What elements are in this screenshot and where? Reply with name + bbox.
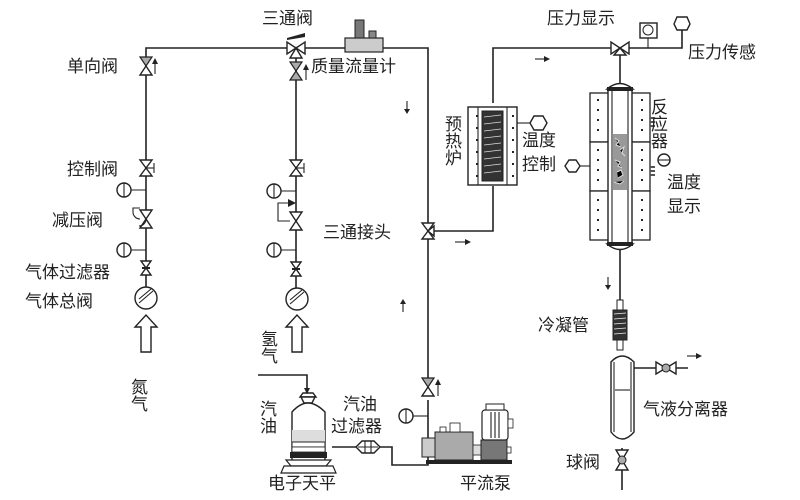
pressure-display-icon <box>639 22 658 48</box>
arrow-right-icon <box>687 353 702 359</box>
electronic-balance-label: 电子天平 <box>268 474 336 494</box>
three-way-valve-icon[interactable] <box>610 40 630 56</box>
gas-main-valve-icon[interactable] <box>134 286 158 310</box>
preheater-inlet-pipe <box>432 186 494 232</box>
temperature-control-label-1: 温度 <box>522 131 556 151</box>
labels: 单向阀 控制阀 减压阀 气体过滤器 气体总阀 氮气 氢气 三通阀 质量流量计 三… <box>25 9 756 494</box>
arrow-down-icon <box>605 277 611 290</box>
arrow-right-icon <box>535 56 550 62</box>
main-riser-pipe <box>383 47 429 380</box>
gas-main-valve-icon[interactable] <box>285 287 309 311</box>
pressure-reducing-valve-icon[interactable] <box>277 199 304 231</box>
tank-feed-pipe <box>258 374 308 393</box>
pressure-reducing-valve-icon[interactable] <box>132 207 154 229</box>
ball-valve-icon[interactable] <box>614 449 630 471</box>
check-valve-label: 单向阀 <box>67 57 118 77</box>
three-way-joint-label: 三通接头 <box>323 223 391 243</box>
flow-arrows <box>400 56 702 359</box>
check-valve-icon[interactable] <box>420 377 441 397</box>
pressure-gauge-icon <box>116 242 146 258</box>
gas-liquid-separator-icon <box>610 355 635 440</box>
pressure-gauge-icon <box>116 182 146 198</box>
preheater-outlet-pipe <box>492 47 613 103</box>
gasoline-filter-icon <box>355 440 381 454</box>
gas-outlet-valve-icon[interactable] <box>655 360 677 376</box>
pressure-gauge-icon <box>266 183 296 199</box>
gasoline-filter-label-2: 过滤器 <box>331 417 382 437</box>
gas-filter-icon <box>289 261 303 277</box>
pressure-line <box>627 28 683 49</box>
temperature-display-icon <box>657 153 671 167</box>
mass-flow-meter-label: 质量流量计 <box>311 57 396 77</box>
control-valve-label: 控制阀 <box>67 160 118 180</box>
temperature-display-label-1: 温度 <box>667 173 701 193</box>
filter-to-pump-pipe <box>378 446 429 466</box>
temperature-controller-icon <box>517 115 548 131</box>
control-valve-icon[interactable] <box>138 159 155 177</box>
constant-flow-pump-label: 平流泵 <box>460 474 511 494</box>
three-way-valve-icon[interactable] <box>286 33 306 59</box>
ball-valve-label: 球阀 <box>566 453 600 473</box>
gas-filter-icon <box>139 260 153 276</box>
condenser-label: 冷凝管 <box>538 316 589 336</box>
condenser-icon <box>612 299 628 351</box>
arrow-up-icon <box>400 299 406 312</box>
preheater-icon <box>467 106 518 186</box>
temperature-controller-icon <box>564 159 590 173</box>
pressure-sensor-icon <box>673 16 691 31</box>
gasoline-label: 汽油 <box>256 400 277 434</box>
gasoline-filter-label-1: 汽油 <box>343 395 377 415</box>
hydrogen-label: 氢气 <box>257 330 278 364</box>
pressure-reducing-valve-label: 减压阀 <box>52 211 103 231</box>
temperature-control-label-2: 控制 <box>522 155 556 175</box>
pressure-sensor-label: 压力传感 <box>688 43 756 63</box>
constant-flow-pump-icon <box>421 403 514 464</box>
arrow-right-icon <box>455 239 471 245</box>
gasoline-tank-icon <box>280 388 337 474</box>
hydrogen-inlet-arrow-icon <box>284 313 310 353</box>
three-way-joint-icon[interactable] <box>420 222 436 240</box>
reactor-icon <box>589 82 655 251</box>
nitrogen-train <box>116 56 159 353</box>
mass-flow-meter-icon <box>344 19 384 53</box>
preheater-label: 预热炉 <box>441 115 462 166</box>
nitrogen-inlet-arrow-icon <box>133 313 159 353</box>
check-valve-icon[interactable] <box>138 56 158 76</box>
pressure-gauge-icon <box>398 408 428 424</box>
nitrogen-pipe <box>145 47 292 300</box>
pressure-display-label: 压力显示 <box>547 9 615 29</box>
check-valve-icon[interactable] <box>288 61 309 81</box>
gas-liquid-separator-label: 气液分离器 <box>643 400 728 420</box>
hydrogen-train <box>266 33 310 353</box>
gas-filter-label: 气体过滤器 <box>25 263 110 283</box>
nitrogen-label: 氮气 <box>127 378 148 412</box>
reactor-label: 反应器 <box>647 98 668 149</box>
gas-main-valve-label: 气体总阀 <box>25 292 93 312</box>
pressure-gauge-icon <box>266 242 296 258</box>
three-way-valve-label: 三通阀 <box>262 9 313 29</box>
temperature-display-label-2: 显示 <box>667 197 701 217</box>
arrow-down-icon <box>404 101 410 114</box>
control-valve-icon[interactable] <box>288 159 305 177</box>
